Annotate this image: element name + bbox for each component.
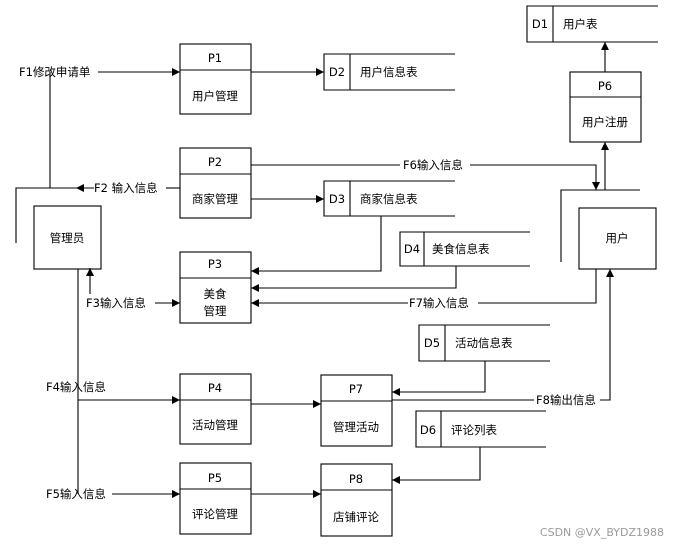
store-d3-id: D3: [329, 192, 345, 206]
process-p4: P4 活动管理: [179, 373, 252, 445]
flow-d6-p8: [392, 447, 481, 484]
flow-f1-label: F1修改申请单: [19, 65, 90, 79]
flow-d5-p7: [392, 361, 486, 396]
process-p8-name: 店铺评论: [333, 510, 379, 524]
process-p6: P6 用户注册: [569, 71, 642, 143]
store-d3: D3 商家信息表: [323, 180, 455, 217]
store-d1-id: D1: [532, 17, 548, 31]
flow-f8-label: F8输出信息: [536, 393, 596, 407]
flow-f4: F4输入信息: [46, 380, 180, 404]
store-d2: D2 用户信息表: [323, 53, 455, 91]
process-p3-name-line2: 管理: [204, 304, 227, 318]
process-p5: P5 评论管理: [179, 462, 252, 535]
process-p3-name-line1: 美食: [204, 287, 227, 301]
store-d4-name: 美食信息表: [432, 242, 490, 256]
process-p8-id: P8: [349, 472, 363, 486]
process-p2-id: P2: [208, 155, 222, 169]
process-p6-name: 用户注册: [582, 115, 628, 129]
flow-f2: F2 输入信息: [76, 181, 180, 195]
store-d5-id: D5: [424, 336, 440, 350]
flow-f7: F7输入信息: [251, 269, 597, 310]
process-p6-id: P6: [598, 79, 612, 93]
process-p7-id: P7: [349, 382, 363, 396]
process-p1-name: 用户管理: [192, 89, 238, 103]
flow-f3-label: F3输入信息: [86, 296, 146, 310]
store-d6-name: 评论列表: [451, 423, 497, 437]
process-p3-id: P3: [208, 257, 222, 271]
store-d1: D1 用户表: [526, 5, 658, 43]
process-p3: P3 美食 管理: [179, 251, 252, 324]
process-p5-name: 评论管理: [192, 507, 238, 521]
watermark: CSDN @VX_BYDZ1988: [540, 526, 664, 539]
entity-user: 用户: [560, 189, 657, 270]
store-d5-name: 活动信息表: [455, 336, 513, 350]
flow-f5-label: F5输入信息: [46, 487, 106, 501]
process-p1-id: P1: [208, 51, 222, 65]
store-d4: D4 美食信息表: [399, 231, 530, 267]
store-d6: D6 评论列表: [415, 410, 546, 448]
flow-f7-label: F7输入信息: [409, 296, 469, 310]
flow-f2-label: F2 输入信息: [94, 181, 158, 195]
store-d2-id: D2: [329, 65, 345, 79]
flow-d3-p3: [251, 216, 382, 275]
process-p8: P8 店铺评论: [320, 463, 393, 537]
store-d1-name: 用户表: [563, 17, 598, 31]
store-d4-id: D4: [404, 242, 420, 256]
store-d6-id: D6: [420, 423, 436, 437]
store-d2-name: 用户信息表: [360, 65, 418, 79]
process-p4-id: P4: [208, 381, 222, 395]
flow-f3: F3输入信息: [86, 268, 180, 310]
flow-f5: F5输入信息: [46, 487, 180, 501]
process-p2: P2 商家管理: [179, 147, 252, 219]
entity-admin: 管理员: [15, 187, 102, 270]
flow-f1: F1修改申请单: [19, 65, 180, 188]
flow-f8: F8输出信息: [392, 269, 614, 407]
process-p4-name: 活动管理: [192, 418, 238, 432]
flow-f4-label: F4输入信息: [46, 380, 106, 394]
process-p5-id: P5: [208, 471, 222, 485]
store-d3-name: 商家信息表: [360, 192, 418, 206]
flow-f6: F6输入信息: [251, 158, 600, 190]
entity-admin-label: 管理员: [50, 231, 85, 245]
process-p7: P7 管理活动: [320, 374, 393, 447]
process-p7-name: 管理活动: [333, 420, 379, 434]
process-p1: P1 用户管理: [179, 43, 252, 115]
entity-user-label: 用户: [606, 231, 629, 245]
flow-d4-p3: [251, 266, 457, 292]
flow-f6-label: F6输入信息: [403, 158, 463, 172]
store-d5: D5 活动信息表: [418, 324, 550, 362]
process-p2-name: 商家管理: [192, 192, 238, 206]
